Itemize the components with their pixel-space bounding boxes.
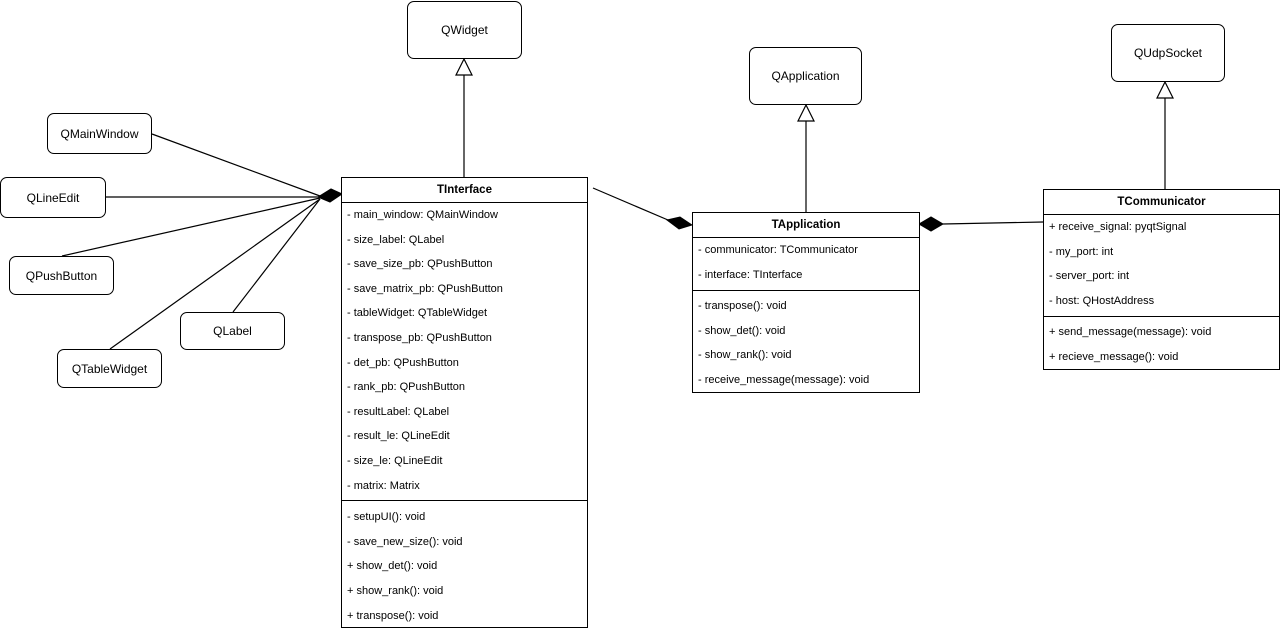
class-qlabel-label: QLabel — [213, 324, 252, 338]
class-tapplication-methods: - transpose(): void - show_det(): void -… — [693, 290, 919, 392]
method-row: + send_message(message): void — [1049, 326, 1212, 339]
composition-diamond-tapplication-right — [918, 216, 944, 232]
class-qudpsocket-label: QUdpSocket — [1133, 46, 1203, 60]
method-row: - receive_message(message): void — [698, 373, 870, 386]
attribute-row: - main_window: QMainWindow — [347, 209, 498, 221]
attribute-row: - save_size_pb: QPushButton — [347, 258, 493, 271]
method-row: + recieve_message(): void — [1049, 350, 1179, 363]
class-tinterface-name: TInterface — [342, 178, 587, 203]
method-row: + show_rank(): void — [347, 584, 444, 597]
attribute-row: - rank_pb: QPushButton — [347, 381, 466, 394]
class-qudpsocket: QUdpSocket — [1111, 24, 1225, 82]
class-qpushbutton: QPushButton — [9, 256, 114, 295]
method-row: - transpose(): void — [698, 300, 787, 313]
inheritance-arrow-qapplication — [797, 103, 815, 122]
class-tapplication-name: TApplication — [693, 213, 919, 238]
method-row: - show_det(): void — [698, 324, 786, 337]
class-qlineedit: QLineEdit — [0, 177, 106, 218]
class-qwidget-label: QWidget — [441, 23, 488, 37]
class-tinterface: TInterface - main_window: QMainWindow - … — [341, 177, 588, 628]
attribute-row: - my_port: int — [1049, 245, 1114, 258]
inheritance-arrow-qwidget — [455, 57, 473, 76]
attribute-row: - size_le: QLineEdit — [347, 454, 443, 467]
class-qtablewidget: QTableWidget — [57, 349, 162, 388]
class-qpushbutton-label: QPushButton — [25, 268, 98, 283]
composition-line-tcommunicator-tapplication — [942, 221, 1044, 225]
attribute-row: - save_matrix_pb: QPushButton — [347, 282, 503, 295]
attribute-row: - matrix: Matrix — [347, 479, 420, 492]
method-row: - show_rank(): void — [698, 349, 792, 362]
class-qlabel: QLabel — [180, 312, 285, 350]
attribute-row: + receive_signal: pyqtSignal — [1049, 221, 1187, 233]
composition-line-qmainwindow — [151, 133, 321, 197]
class-qwidget: QWidget — [407, 1, 522, 59]
class-tinterface-methods: - setupUI(): void - save_new_size(): voi… — [342, 500, 587, 628]
class-tcommunicator-attributes: + receive_signal: pyqtSignal - my_port: … — [1044, 215, 1279, 316]
attribute-row: - host: QHostAddress — [1049, 294, 1155, 307]
class-qmainwindow-label: QMainWindow — [60, 126, 139, 141]
attribute-row: - result_le: QLineEdit — [347, 430, 450, 443]
attribute-row: - resultLabel: QLabel — [347, 405, 450, 418]
attribute-row: - interface: TInterface — [698, 268, 803, 281]
attribute-row: - det_pb: QPushButton — [347, 356, 459, 369]
class-qlineedit-label: QLineEdit — [26, 190, 80, 205]
composition-line-tinterface-tapplication — [592, 187, 669, 221]
class-tinterface-attributes: - main_window: QMainWindow - size_label:… — [342, 203, 587, 500]
class-tapplication-attributes: - communicator: TCommunicator - interfac… — [693, 238, 919, 290]
composition-diamond-tapplication-left — [665, 216, 694, 230]
method-row: - save_new_size(): void — [347, 535, 463, 548]
inheritance-arrow-qudpsocket — [1156, 80, 1174, 99]
class-qtablewidget-label: QTableWidget — [71, 361, 148, 376]
class-tapplication: TApplication - communicator: TCommunicat… — [692, 212, 920, 393]
method-row: + show_det(): void — [347, 560, 438, 573]
attribute-row: - size_label: QLabel — [347, 233, 445, 246]
attribute-row: - transpose_pb: QPushButton — [347, 331, 492, 344]
attribute-row: - server_port: int — [1049, 270, 1130, 283]
class-qmainwindow: QMainWindow — [47, 113, 152, 154]
composition-line-qpushbutton — [61, 197, 321, 257]
class-qapplication-label: QApplication — [771, 69, 840, 83]
attribute-row: - tableWidget: QTableWidget — [347, 307, 488, 320]
class-tcommunicator-methods: + send_message(message): void + recieve_… — [1044, 316, 1279, 369]
class-tcommunicator: TCommunicator + receive_signal: pyqtSign… — [1043, 189, 1280, 370]
class-tcommunicator-name: TCommunicator — [1044, 190, 1279, 215]
composition-diamond-tinterface — [316, 188, 344, 203]
attribute-row: - communicator: TCommunicator — [698, 244, 858, 256]
composition-line-qlabel — [232, 198, 321, 313]
method-row: - setupUI(): void — [347, 511, 426, 524]
method-row: + transpose(): void — [347, 609, 439, 622]
class-qapplication: QApplication — [749, 47, 862, 105]
composition-line-qtablewidget — [109, 198, 321, 350]
